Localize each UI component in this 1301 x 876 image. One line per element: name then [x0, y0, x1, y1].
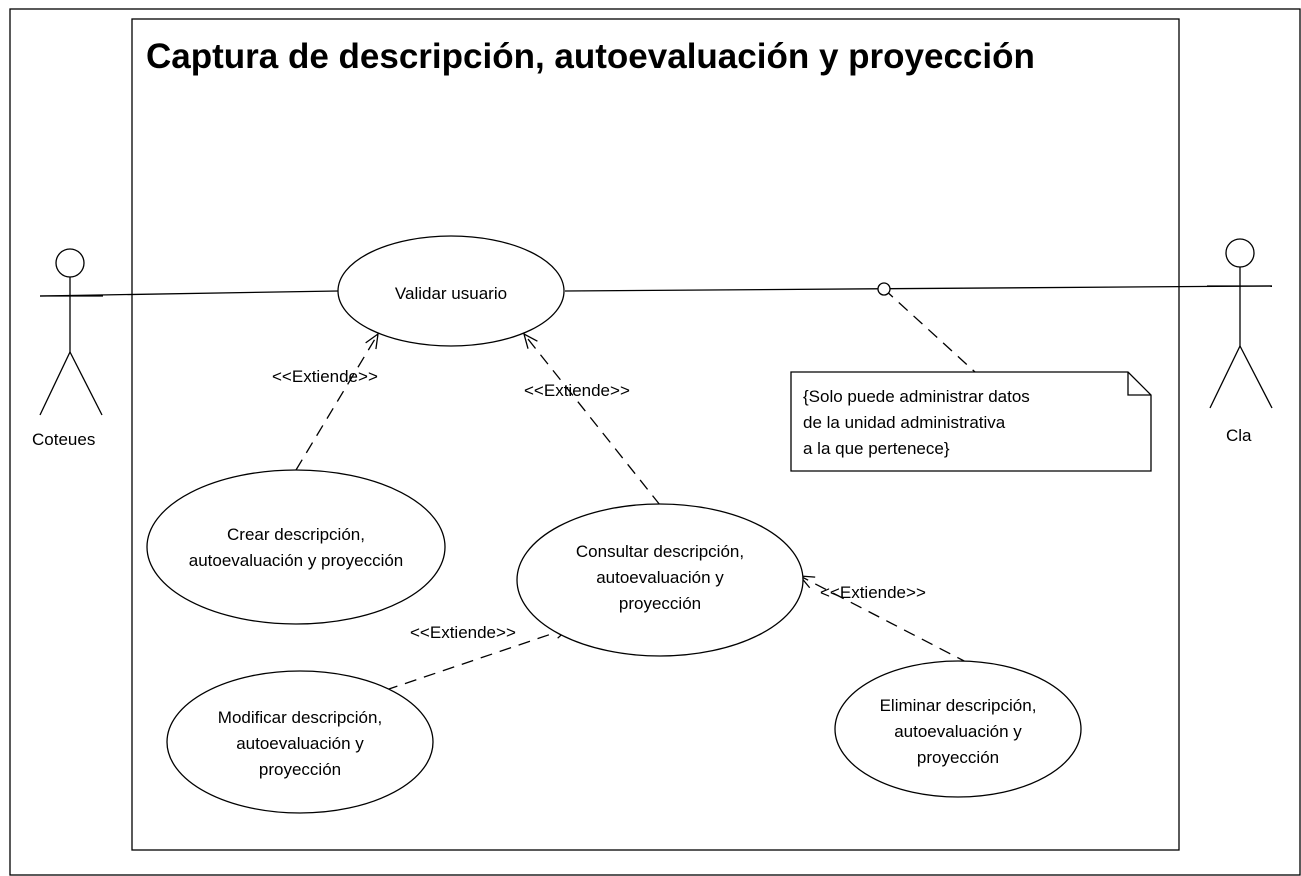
association-validar-right-actor	[564, 285, 1273, 292]
diagram-title: Captura de descripción, autoevaluación y…	[146, 37, 1035, 76]
actor-left-leg	[1209, 345, 1241, 409]
use-case-crear[interactable]: Crear descripción, autoevaluación y proy…	[146, 469, 446, 625]
note-line: {Solo puede administrar datos	[803, 387, 1030, 406]
use-case-label: autoevaluación y	[236, 734, 364, 753]
extend-label-eliminar: <<Extiende>>	[820, 583, 926, 602]
extend-eliminar-to-consultar	[800, 576, 969, 664]
actor-left-leg	[39, 351, 71, 416]
use-case-label: Crear descripción,	[227, 525, 365, 544]
note-anchor-line	[883, 288, 976, 373]
actor-cla[interactable]: Cla	[1207, 238, 1273, 445]
use-case-label: Modificar descripción,	[218, 708, 382, 727]
use-case-label: Eliminar descripción,	[880, 696, 1037, 715]
extend-label-consultar: <<Extiende>>	[524, 381, 630, 400]
use-case-modificar[interactable]: Modificar descripción, autoevaluación y …	[166, 670, 434, 814]
use-case-label: proyección	[259, 760, 341, 779]
actor-label: Cla	[1226, 426, 1252, 445]
actor-coteues[interactable]: Coteues	[32, 248, 103, 449]
use-case-label: autoevaluación y	[596, 568, 724, 587]
note-anchor-circle	[877, 282, 891, 296]
use-case-label: proyección	[917, 748, 999, 767]
use-case-label: autoevaluación y proyección	[189, 551, 404, 570]
use-case-eliminar[interactable]: Eliminar descripción, autoevaluación y p…	[834, 660, 1082, 798]
actor-label: Coteues	[32, 430, 95, 449]
use-case-label: Validar usuario	[395, 284, 507, 303]
use-case-validar-usuario[interactable]: Validar usuario	[337, 235, 565, 347]
association-left-actor-validar	[39, 290, 339, 297]
constraint-note: {Solo puede administrar datos de la unid…	[790, 371, 1152, 472]
actor-head	[1225, 238, 1255, 268]
note-line: de la unidad administrativa	[803, 413, 1006, 432]
extend-crear-to-validar	[295, 334, 378, 471]
system-boundary	[131, 18, 1180, 851]
actor-right-leg	[1239, 345, 1273, 409]
use-case-consultar[interactable]: Consultar descripción, autoevaluación y …	[516, 503, 804, 657]
note-line: a la que pertenece}	[803, 439, 950, 458]
use-case-label: Consultar descripción,	[576, 542, 744, 561]
extend-label-modificar: <<Extiende>>	[410, 623, 516, 642]
extend-modificar-to-consultar	[385, 628, 569, 691]
actor-right-leg	[69, 351, 103, 416]
use-case-label: proyección	[619, 594, 701, 613]
extend-label-crear: <<Extiende>>	[272, 367, 378, 386]
actor-head	[55, 248, 85, 278]
extend-consultar-to-validar	[524, 334, 661, 506]
outer-frame	[9, 8, 1301, 876]
use-case-label: autoevaluación y	[894, 722, 1022, 741]
